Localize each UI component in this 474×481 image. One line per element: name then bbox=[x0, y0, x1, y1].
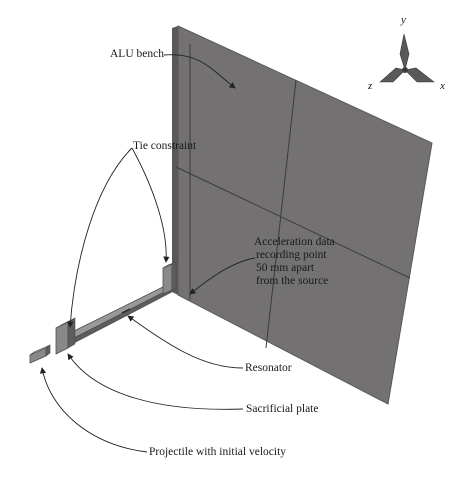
acceleration-leader bbox=[189, 257, 256, 295]
projectile-leader bbox=[39, 367, 148, 453]
alu-bench-grid-vertical-2 bbox=[265, 79, 297, 349]
acceleration-label-line-3: 50 mm apart bbox=[256, 262, 315, 274]
acceleration-label-line-1: Acceleration data bbox=[254, 236, 335, 248]
acceleration-label-line-4: from the source bbox=[256, 275, 329, 287]
axis-y-label: y bbox=[401, 14, 406, 26]
resonator-beam-notch bbox=[121, 308, 131, 314]
acceleration-label-line-2: recording point bbox=[256, 249, 327, 261]
coordinate-triad bbox=[379, 33, 435, 83]
sacrificial-plate-label: Sacrificial plate bbox=[246, 403, 319, 415]
sacrificial-plate-side bbox=[67, 317, 76, 349]
projectile-label: Projectile with initial velocity bbox=[149, 446, 287, 458]
bench-mount-block-side bbox=[171, 261, 177, 291]
axis-origin bbox=[402, 67, 408, 73]
sacrificial-plate-leader bbox=[67, 353, 244, 410]
resonator-assembly bbox=[55, 261, 177, 355]
tie-constraint-leader-2 bbox=[131, 147, 170, 263]
alu-bench-leader bbox=[163, 54, 236, 89]
tie-constraint-label: Tie constraint bbox=[133, 140, 197, 152]
axis-y-arrow bbox=[399, 33, 410, 72]
alu-bench-side-edge bbox=[172, 26, 178, 295]
axis-x-label: x bbox=[440, 80, 445, 92]
tie-constraint-leader-1 bbox=[67, 147, 133, 328]
axis-x-arrow bbox=[404, 67, 435, 83]
alu-bench-plate bbox=[172, 25, 433, 405]
projectile-side bbox=[45, 344, 51, 357]
resonator-beam-top bbox=[65, 284, 173, 340]
alu-bench-grid-horizontal bbox=[175, 166, 411, 279]
resonator-label: Resonator bbox=[245, 362, 292, 374]
axis-z-arrow bbox=[379, 67, 406, 83]
bench-mount-block-front bbox=[162, 263, 173, 295]
projectile bbox=[29, 344, 51, 364]
axis-z-label: z bbox=[368, 80, 373, 92]
leader-lines bbox=[39, 54, 256, 453]
alu-bench-label: ALU bench bbox=[110, 48, 164, 60]
resonator-leader bbox=[127, 315, 244, 369]
alu-bench-face bbox=[177, 25, 433, 405]
